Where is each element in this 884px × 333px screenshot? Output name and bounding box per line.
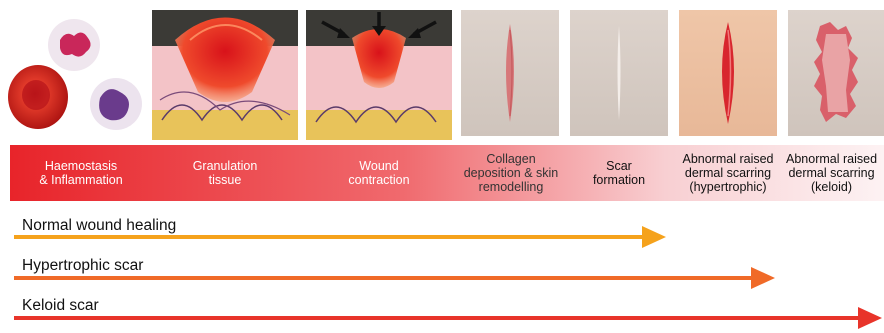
- blood-cells-image: [8, 19, 142, 130]
- wound-contraction-image: [306, 10, 452, 140]
- track-arrow-shaft: [14, 235, 642, 239]
- track-arrow-shaft: [14, 316, 858, 320]
- granulation-tissue-image: [152, 10, 298, 140]
- stage-label-haemostasis: Haemostasis & Inflammation: [10, 147, 152, 199]
- track-label-keloid: Keloid scar: [22, 297, 99, 315]
- track-arrow-shaft: [14, 276, 751, 280]
- scar-formation-image: [570, 10, 668, 136]
- hypertrophic-scar-image: [679, 10, 777, 136]
- track-arrows: [14, 226, 882, 329]
- track-arrow-head: [858, 307, 882, 329]
- stage-label-scar-formation: Scar formation: [570, 147, 668, 199]
- stage-label-hypertrophic: Abnormal raised dermal scarring (hypertr…: [670, 147, 786, 199]
- stage-label-granulation: Granulation tissue: [152, 147, 298, 199]
- track-label-normal: Normal wound healing: [22, 217, 176, 235]
- track-arrow-head: [642, 226, 666, 248]
- stage-label-keloid: Abnormal raised dermal scarring (keloid): [786, 147, 884, 199]
- track-label-hypertrophic: Hypertrophic scar: [22, 257, 143, 275]
- keloid-scar-image: [788, 10, 884, 136]
- stage-label-contraction: Wound contraction: [306, 147, 452, 199]
- stage-label-collagen: Collagen deposition & skin remodelling: [455, 147, 567, 199]
- track-arrow-head: [751, 267, 775, 289]
- collagen-deposition-image: [461, 10, 559, 136]
